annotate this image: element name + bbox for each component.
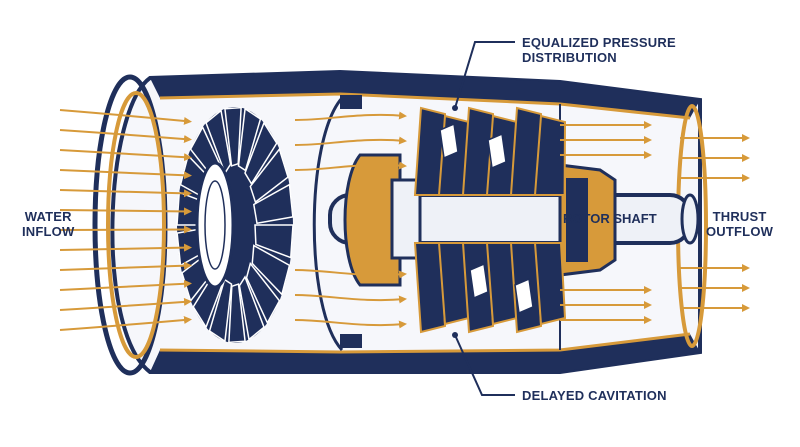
flow-arrows	[59, 109, 750, 331]
inflow-arrow	[59, 169, 192, 180]
leader-delayed-cavitation	[454, 334, 515, 396]
inducer-blade	[237, 107, 262, 172]
mid-flow-arrow	[294, 294, 407, 304]
rotor-blade	[413, 106, 447, 196]
rotor-blade	[533, 114, 567, 196]
inducer-blade	[249, 147, 289, 204]
housing-top-trim	[159, 92, 691, 120]
label-thrust-outflow-line1: THRUST	[712, 209, 767, 224]
inflow-arrow	[59, 225, 192, 234]
rotor-blade-facet	[469, 262, 489, 300]
housing-bottom-band	[150, 334, 700, 372]
inflow-arrow	[59, 243, 192, 252]
inducer-hub-face	[195, 161, 235, 289]
left-hub	[343, 153, 402, 287]
inducer-blade	[224, 106, 242, 167]
inflow-arrow	[59, 297, 192, 311]
rotor-blade-facet	[439, 122, 459, 160]
label-water-inflow-line1: WATER	[24, 209, 72, 224]
leader-dot-bottom	[452, 332, 458, 338]
label-equalized-pressure-line1: EQUALIZED PRESSURE	[522, 35, 676, 50]
mid-flow-arrow	[294, 319, 407, 329]
rotor-blade	[461, 106, 495, 196]
label-thrust-outflow-line2: OUTFLOW	[706, 224, 774, 239]
inducer-blade	[245, 261, 281, 325]
inducer-blade	[208, 278, 233, 343]
housing-top-band	[150, 72, 700, 118]
inflow-arrow	[59, 129, 192, 144]
callout-leaders	[452, 41, 515, 396]
inducer-impeller	[176, 106, 294, 344]
label-water-inflow: WATER INFLOW	[22, 209, 74, 239]
inflow-arrow	[59, 189, 192, 198]
inflow-arrow	[59, 207, 192, 216]
label-delayed-cavitation: DELAYED CAVITATION	[522, 388, 667, 403]
rotor-blade	[533, 242, 567, 326]
rotor-shaft	[328, 153, 700, 287]
inducer-blade	[251, 244, 291, 296]
rotor-blade	[413, 242, 447, 334]
rotor-blade-facet	[514, 277, 534, 315]
inflow-arrow	[59, 279, 192, 291]
label-water-inflow-line2: INFLOW	[22, 224, 75, 239]
housing-bottom-trim	[159, 332, 691, 354]
inlet-rim-inner	[106, 91, 166, 359]
mid-flow-arrow	[294, 161, 407, 171]
rotor-blade	[509, 106, 543, 196]
label-equalized-pressure: EQUALIZED PRESSURE DISTRIBUTION	[522, 35, 676, 65]
shaft-end-cap	[680, 193, 700, 245]
inducer-blade	[238, 275, 265, 341]
inducer-blade	[252, 183, 294, 225]
inflow-arrow	[59, 149, 192, 162]
stator-mount-bottom	[340, 334, 362, 348]
inflow-arrow	[59, 261, 192, 271]
mid-flow-arrow	[294, 269, 407, 279]
label-thrust-outflow: THRUST OUTFLOW	[706, 209, 773, 239]
right-hub-collar	[566, 178, 588, 262]
inflow-arrow	[59, 316, 192, 331]
leader-equalized-pressure	[454, 41, 515, 109]
inducer-hub-ring	[204, 180, 226, 270]
label-rotor-shaft: ROTOR SHAFT	[563, 211, 657, 226]
label-delayed-cavitation-line1: DELAYED CAVITATION	[522, 388, 667, 403]
inducer-blade	[205, 109, 232, 175]
inducer-blade	[254, 224, 294, 259]
inducer-blade	[228, 283, 246, 344]
leader-dot-top	[452, 105, 458, 111]
rotor-blade-facet	[487, 132, 507, 170]
stator-bulkhead	[312, 97, 344, 352]
label-equalized-pressure-line2: DISTRIBUTION	[522, 50, 617, 65]
inflow-arrow	[59, 109, 192, 125]
main-rotor	[413, 106, 567, 334]
mid-flow-arrow	[294, 111, 407, 121]
stator-mount-top	[340, 95, 362, 109]
mid-flow-arrow	[294, 136, 407, 146]
inducer-blade	[244, 121, 278, 186]
